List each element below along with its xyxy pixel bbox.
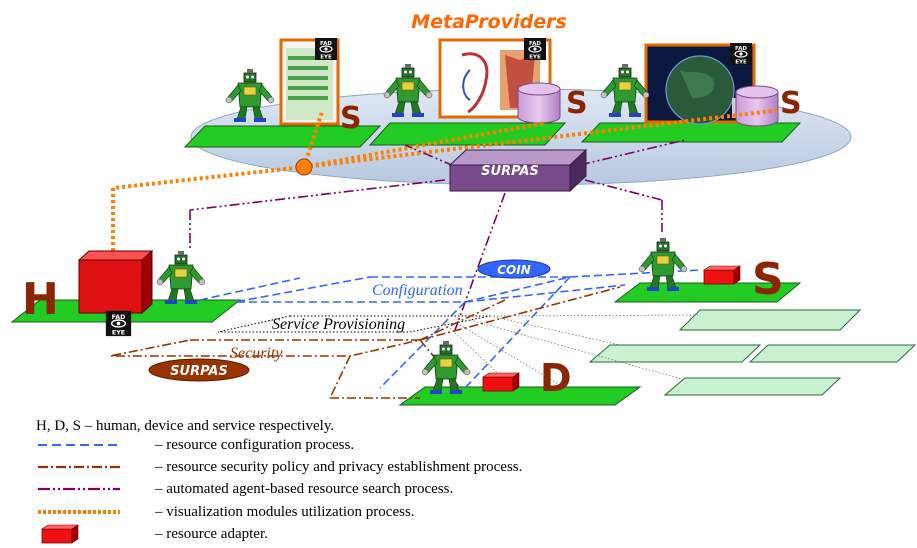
platform-top-1: [183, 125, 382, 148]
platform-service: [613, 282, 802, 303]
fad-eye-logo-icon: [314, 37, 338, 62]
service-letter-top-2: S: [566, 86, 588, 121]
search-links: [189, 139, 686, 331]
diagram-title: MetaProviders: [411, 11, 567, 33]
database-cylinder-icon: [517, 82, 561, 124]
human-letter: H: [22, 274, 59, 325]
light-plane-2: [588, 344, 762, 363]
visualization-window-3: [644, 42, 756, 125]
robot-agent-icon: [421, 340, 471, 395]
security-links: [329, 286, 621, 399]
light-plane-3: [748, 344, 917, 363]
fad-eye-logo-icon: [729, 42, 753, 67]
surpas-hub-label: SURPAS: [481, 164, 539, 179]
resource-adapter-icon: [703, 265, 741, 285]
fad-eye-logo-icon: [105, 310, 132, 338]
legend-swatch-resource-adapter-icon: [41, 524, 79, 544]
security-label: Security: [230, 345, 283, 362]
fad-eye-logo-icon: [523, 37, 547, 62]
human-display-box: [77, 249, 154, 315]
light-plane-1: [678, 309, 862, 331]
service-letter-right: S: [752, 254, 784, 305]
surpas-security-node: [148, 358, 250, 382]
provisioning-links: [449, 314, 701, 386]
coin-node: [477, 259, 551, 279]
device-letter: D: [540, 356, 572, 400]
provisioning-plane: [217, 315, 491, 333]
configuration-label: Configuration: [372, 282, 463, 299]
service-letter-top-3: S: [780, 86, 802, 121]
surpas-security-label: SURPAS: [170, 364, 228, 379]
configuration-links: [199, 269, 701, 389]
resource-adapter-icon: [482, 372, 520, 392]
visualization-links: [111, 108, 781, 255]
visualization-window-2: [438, 37, 552, 119]
surpas-hub-box: [448, 148, 588, 193]
legend-swatches: [38, 444, 120, 514]
database-cylinder-icon: [735, 85, 779, 127]
visualization-window-1: [279, 37, 340, 126]
coin-label: COIN: [497, 263, 531, 277]
robot-agent-icon: [156, 250, 206, 305]
platform-top-3: [580, 122, 802, 143]
visualization-hub-node: [295, 158, 313, 176]
light-plane-4: [663, 377, 842, 396]
service-letter-top-1: S: [340, 101, 362, 136]
provisioning-label: Service Provisioning: [272, 316, 405, 333]
platform-top-2: [368, 122, 567, 146]
